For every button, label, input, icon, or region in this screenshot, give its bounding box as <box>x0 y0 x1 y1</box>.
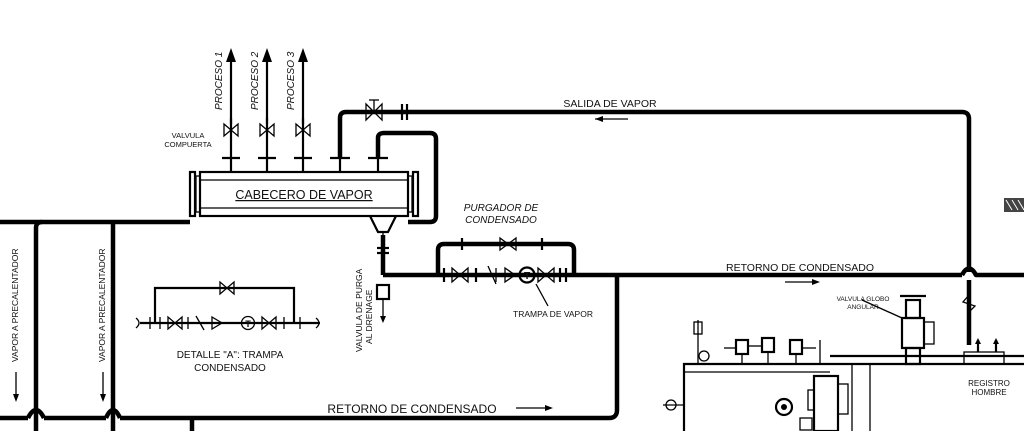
return-arrows <box>516 279 820 411</box>
precalentador-pipe-1 <box>33 219 43 431</box>
label-valvula-globo-1: VALVULA GLOBO <box>837 296 890 303</box>
process-outlets <box>222 48 388 172</box>
label-registro-1: REGISTRO <box>968 379 1010 388</box>
header-title: CABECERO DE VAPOR <box>235 188 372 202</box>
label-proceso-1: PROCESO 1 <box>214 52 225 110</box>
crossover-2 <box>103 407 123 419</box>
right-crossover <box>960 266 1024 278</box>
boiler-equipment <box>663 294 1024 433</box>
edge-symbol <box>1004 198 1024 212</box>
labels: PROCESO 1 PROCESO 2 PROCESO 3 VALVULA CO… <box>10 51 1010 416</box>
label-valvula-compuerta-2: COMPUERTA <box>164 140 211 149</box>
svg-text:T: T <box>524 271 530 282</box>
label-valvula-compuerta-1: VALVULA <box>172 131 205 140</box>
label-valvula-purga-2: AL DRENAGE <box>364 289 374 344</box>
label-purgador-1: PURGADOR DE <box>464 203 539 214</box>
steam-outlet-pipe <box>337 109 972 272</box>
label-detalle-1: DETALLE "A": TRAMPA <box>177 350 284 361</box>
label-valvula-purga-1: VALVULA DE PURGA <box>354 268 364 352</box>
label-retorno-top: RETORNO DE CONDENSADO <box>726 262 874 274</box>
label-vapor-precalentador-2: VAPOR A PRECALENTADOR <box>97 248 107 362</box>
header-loop-pipe <box>375 130 439 225</box>
header-flange-right <box>411 170 420 218</box>
header-nozzles <box>229 156 388 172</box>
header-drain-cone <box>369 215 397 234</box>
condensate-return-down <box>120 275 620 421</box>
label-trampa-vapor: TRAMPA DE VAPOR <box>513 309 593 319</box>
label-salida-vapor: SALIDA DE VAPOR <box>563 98 657 110</box>
precalentador-arrows <box>13 372 106 402</box>
crossovers <box>25 407 123 420</box>
globe-valve-body <box>900 316 926 350</box>
label-registro-2: HOMBRE <box>971 388 1006 397</box>
process-outlet-2 <box>258 48 276 160</box>
label-retorno-bottom: RETORNO DE CONDENSADO <box>327 402 496 416</box>
outlet-valve <box>365 99 409 122</box>
label-proceso-2: PROCESO 2 <box>250 51 261 110</box>
label-valvula-globo-2: ANGULAR <box>847 304 879 311</box>
purge-valve <box>375 246 391 323</box>
detail-a-drawing: T <box>135 280 320 331</box>
label-detalle-2: CONDENSADO <box>194 363 266 374</box>
condensate-trap-assembly: T <box>435 236 577 307</box>
header-flange-left <box>188 170 197 218</box>
trap-symbol <box>518 266 536 284</box>
salida-arrow <box>595 116 628 122</box>
label-proceso-3: PROCESO 3 <box>286 51 297 110</box>
label-purgador-2: CONDENSADO <box>465 215 537 226</box>
pipes <box>0 109 1024 431</box>
svg-text:T: T <box>245 319 251 329</box>
steam-header: CABECERO DE VAPOR <box>188 170 420 238</box>
label-vapor-precalentador-1: VAPOR A PRECALENTADOR <box>10 248 20 362</box>
trap-bypass-pipe <box>435 241 577 275</box>
crossover-1 <box>25 407 47 420</box>
